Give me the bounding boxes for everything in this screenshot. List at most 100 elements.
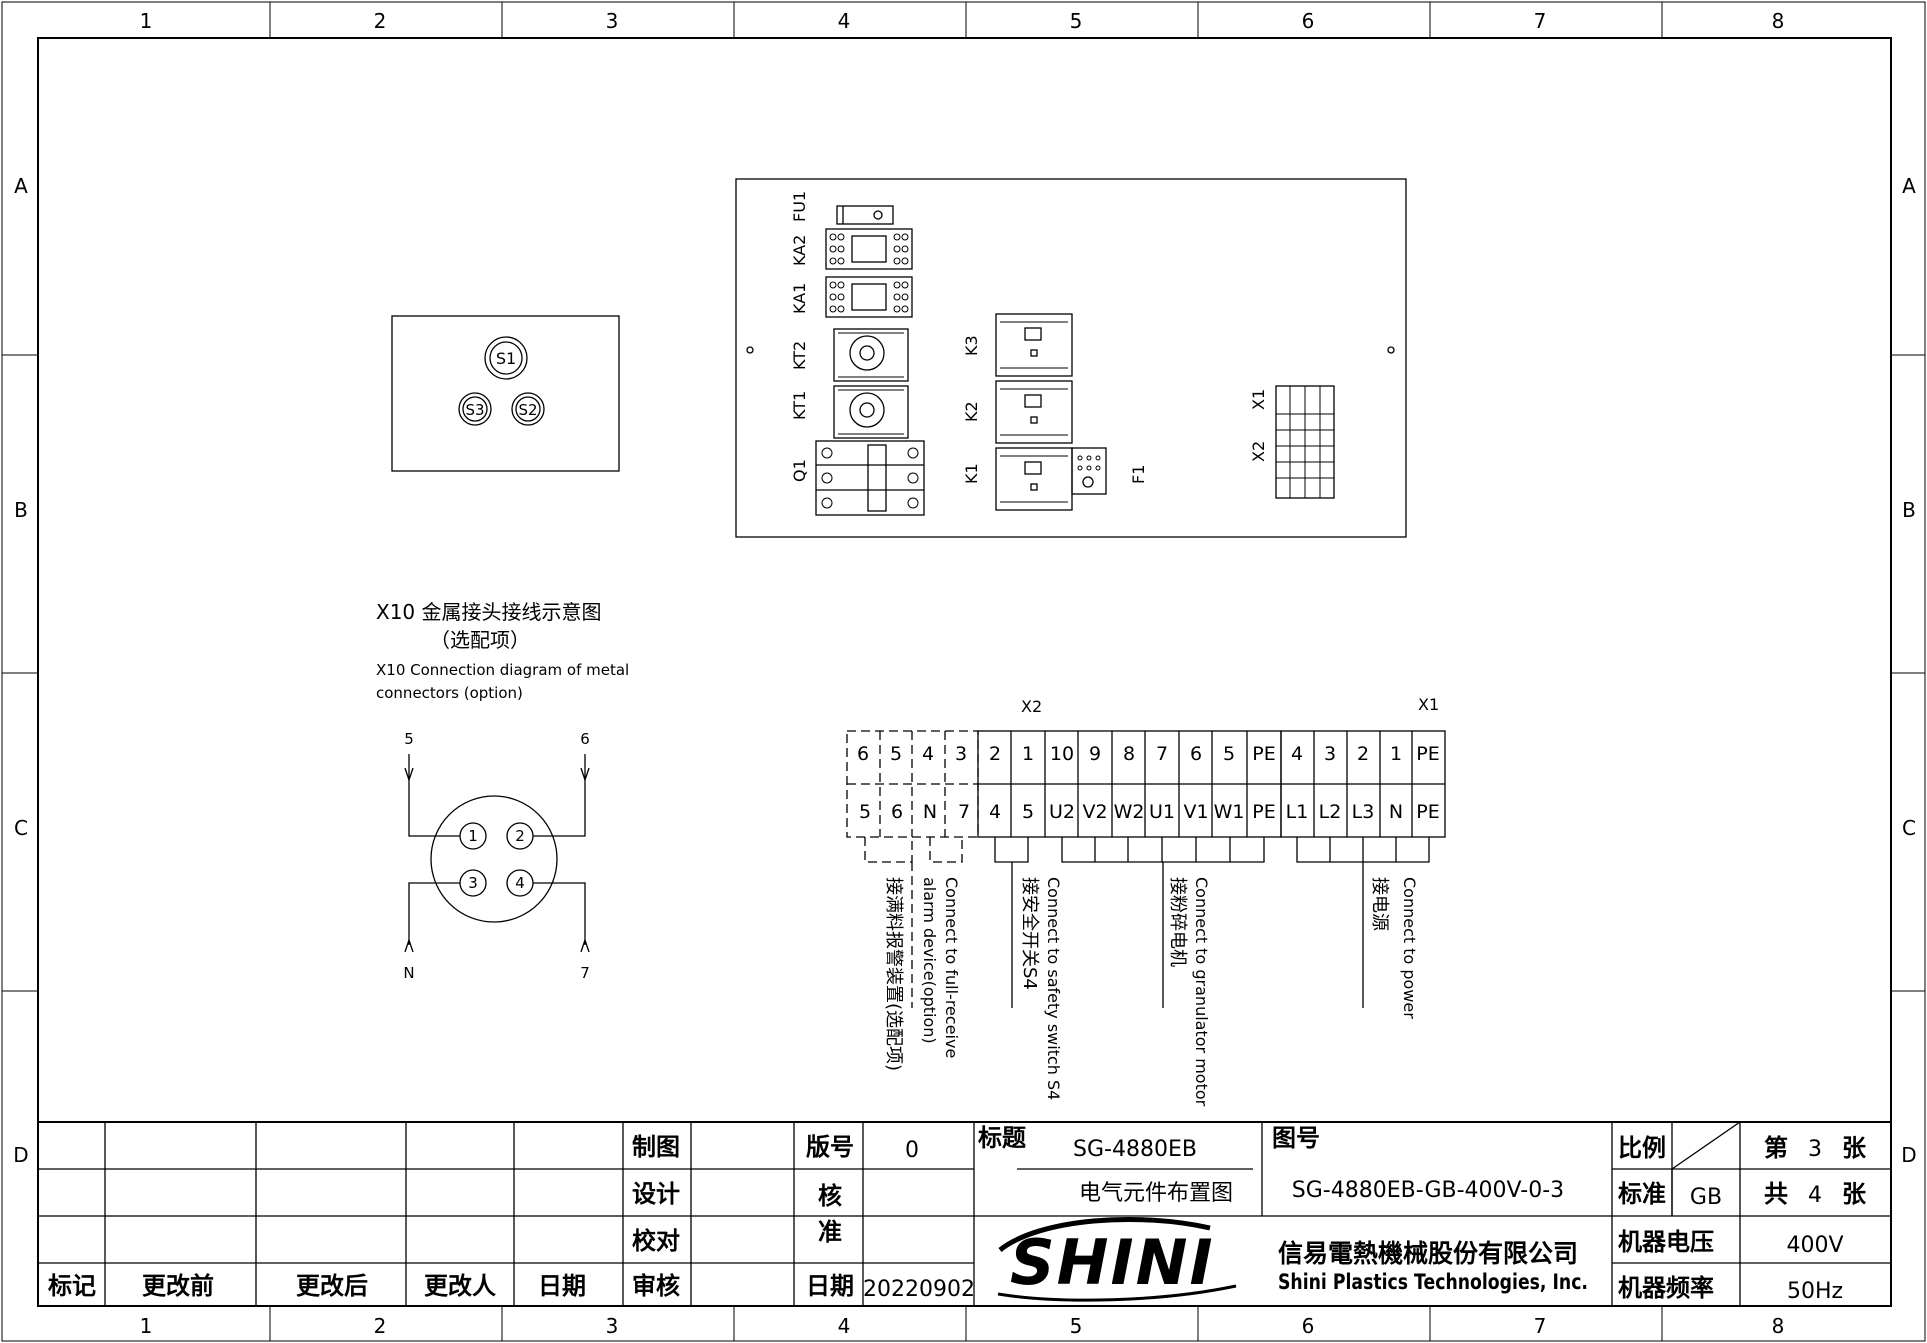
- x2-bottom-5b: 5: [1022, 801, 1034, 823]
- x1-top-2: 2: [1357, 743, 1369, 765]
- tb-date-value: 20220902: [863, 1277, 975, 1302]
- tb-date-label: 日期: [806, 1272, 854, 1300]
- wire-bottom-left: N: [403, 964, 414, 982]
- switch-s1-label: S1: [496, 349, 516, 368]
- tb-sheet-suffix: 张: [1842, 1134, 1867, 1162]
- x2-top-7: 7: [1156, 743, 1168, 765]
- label-x1: X1: [1249, 389, 1268, 410]
- connector-title-en-2: connectors (option): [376, 684, 523, 702]
- x2-top-5b: 5: [1223, 743, 1235, 765]
- connector-x10-diagram: X10 金属接头接线示意图 （选配项） X10 Connection diagr…: [376, 600, 629, 982]
- grid-col-1-top: 1: [140, 9, 153, 33]
- x2-top-10: 10: [1050, 743, 1074, 765]
- shini-logo: SHINI: [997, 1216, 1237, 1302]
- switch-s3-label: S3: [465, 401, 484, 419]
- grid-col-5-top: 5: [1070, 9, 1083, 33]
- brand-wordmark: SHINI: [1010, 1226, 1215, 1299]
- tb-standard-value: GB: [1690, 1185, 1722, 1210]
- grid-col-2-top: 2: [374, 9, 387, 33]
- x2-top-9: 9: [1089, 743, 1101, 765]
- switch-panel: S1 S3 S2: [391, 315, 620, 472]
- tb-title-value: SG-4880EB: [1073, 1137, 1197, 1162]
- x2-bottom-n: N: [923, 801, 937, 823]
- x2-bottom-w1: W1: [1214, 801, 1245, 823]
- tb-drawing-no-value: SG-4880EB-GB-400V-0-3: [1292, 1178, 1564, 1203]
- pin-4: 4: [515, 874, 525, 892]
- note-safety-cn: 接安全开关S4: [1019, 877, 1040, 990]
- title-block: 标记 更改前 更改后 更改人 日期 制图 设计 校对 审核 版号 0 核 准 日…: [38, 1121, 1891, 1306]
- x2-top-2: 2: [989, 743, 1001, 765]
- x2-bottom-6: 6: [891, 801, 903, 823]
- label-k3: K3: [962, 335, 981, 356]
- x2-strip-label: X2: [1021, 697, 1042, 716]
- breaker-q1: [815, 440, 925, 516]
- grid-col-4-top: 4: [838, 9, 851, 33]
- label-kt1: KT1: [790, 391, 809, 420]
- note-alarm-cn: 接满料报警装置(选配项): [883, 877, 904, 1071]
- terminal-strips: X2 X1: [846, 695, 1446, 1107]
- wire-top-left: 5: [404, 730, 414, 748]
- x1-bottom-l3: L3: [1352, 801, 1375, 823]
- note-motor-cn: 接粉碎电机: [1167, 877, 1188, 967]
- x2-bottom-u1: U1: [1149, 801, 1175, 823]
- tb-voltage-value: 400V: [1786, 1233, 1843, 1258]
- grid-col-4-bottom: 4: [838, 1314, 851, 1338]
- relay-ka1: [825, 276, 913, 318]
- x2-bottom-4: 4: [989, 801, 1001, 823]
- grid-col-2-bottom: 2: [374, 1314, 387, 1338]
- label-kt2: KT2: [790, 341, 809, 370]
- x2-top-6: 6: [857, 743, 869, 765]
- tb-total-value: 4: [1808, 1183, 1822, 1208]
- x2-top-8: 8: [1123, 743, 1135, 765]
- pin-2: 2: [515, 827, 525, 845]
- contactor-k2: [995, 380, 1073, 444]
- tb-design: 设计: [632, 1180, 680, 1208]
- x2-bottom-v1: V1: [1183, 801, 1208, 823]
- x1-bottom-n: N: [1389, 801, 1403, 823]
- tb-check: 校对: [632, 1227, 680, 1255]
- tb-standard-label: 标准: [1618, 1180, 1666, 1208]
- grid-col-5-bottom: 5: [1070, 1314, 1083, 1338]
- note-alarm-en-2: alarm device(option): [920, 877, 939, 1044]
- tb-before: 更改前: [142, 1272, 214, 1300]
- contactor-k3: [995, 313, 1073, 377]
- connector-title-en-1: X10 Connection diagram of metal: [376, 661, 629, 679]
- x1-top-4: 4: [1291, 743, 1303, 765]
- x1-top-1: 1: [1390, 743, 1402, 765]
- tb-frequency-label: 机器频率: [1618, 1274, 1714, 1302]
- grid-row-a-left: A: [14, 174, 28, 198]
- tb-title-label: 标题: [978, 1124, 1026, 1152]
- tb-scale-label: 比例: [1618, 1134, 1666, 1162]
- tb-changer: 更改人: [424, 1272, 496, 1300]
- x2-top-3: 3: [955, 743, 967, 765]
- tb-date-col: 日期: [538, 1272, 586, 1300]
- company-en: Shini Plastics Technologies, Inc.: [1278, 1270, 1588, 1294]
- x2-top-pe: PE: [1252, 743, 1275, 765]
- x1-strip-label: X1: [1418, 695, 1439, 714]
- label-f1: F1: [1129, 465, 1148, 484]
- grid-row-c-right: C: [1902, 816, 1916, 840]
- label-ka1: KA1: [790, 283, 809, 314]
- tb-drawn: 制图: [632, 1133, 680, 1161]
- tb-version-label: 版号: [806, 1133, 854, 1161]
- x1-bottom-pe: PE: [1416, 801, 1439, 823]
- grid-row-c-left: C: [14, 816, 28, 840]
- tb-frequency-value: 50Hz: [1787, 1279, 1843, 1304]
- x2-bottom-pe: PE: [1252, 801, 1275, 823]
- x2-bottom-7: 7: [958, 801, 970, 823]
- grid-col-1-bottom: 1: [140, 1314, 153, 1338]
- label-k2: K2: [962, 401, 981, 422]
- switch-s2-label: S2: [518, 401, 537, 419]
- tb-total-prefix: 共: [1764, 1180, 1788, 1208]
- grid-col-3-bottom: 3: [606, 1314, 619, 1338]
- x2-bottom-5: 5: [859, 801, 871, 823]
- label-k1: K1: [962, 463, 981, 484]
- x2-top-5: 5: [890, 743, 902, 765]
- label-fu1: FU1: [790, 191, 809, 222]
- connector-option-cn: （选配项）: [430, 628, 530, 652]
- tb-voltage-label: 机器电压: [1618, 1228, 1714, 1256]
- x2-bottom-u2: U2: [1049, 801, 1075, 823]
- grid-row-b-left: B: [14, 498, 28, 522]
- x1-top-pe: PE: [1416, 743, 1439, 765]
